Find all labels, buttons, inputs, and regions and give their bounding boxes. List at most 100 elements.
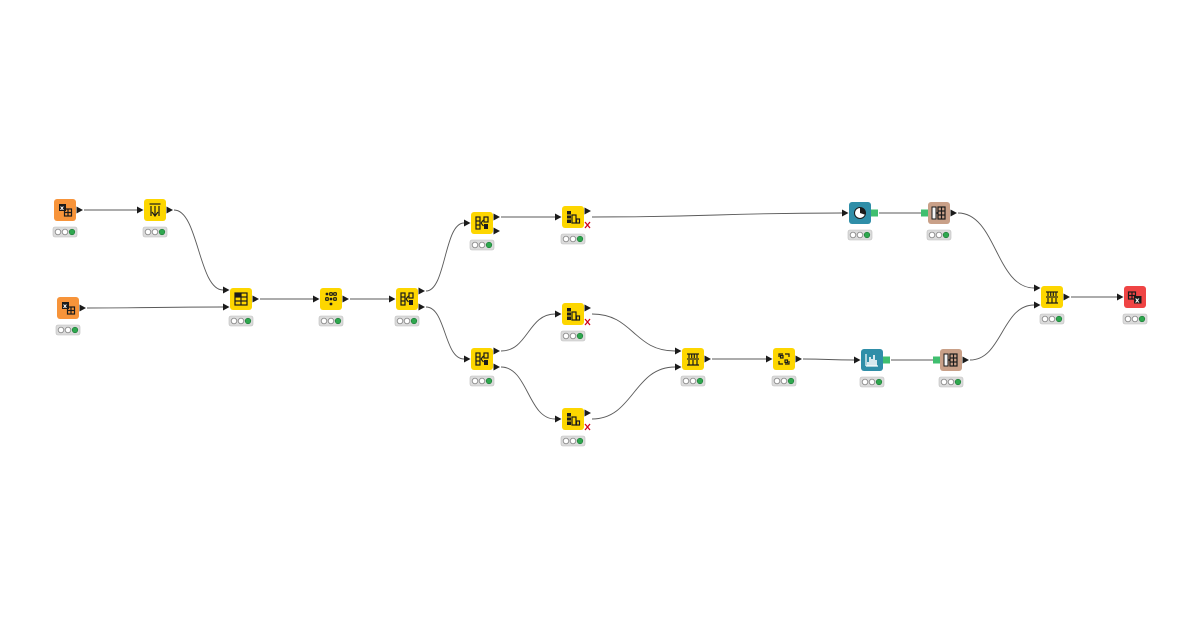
input-port[interactable] — [842, 209, 849, 217]
input-port[interactable] — [675, 363, 682, 371]
node-visualizer[interactable] — [842, 202, 878, 241]
input-port[interactable] — [854, 356, 861, 364]
output-port[interactable] — [493, 227, 501, 235]
node-body[interactable] — [471, 212, 493, 234]
output-port[interactable] — [795, 355, 803, 363]
node-status — [52, 226, 78, 238]
node-body[interactable] — [928, 202, 950, 224]
output-port[interactable] — [584, 207, 592, 215]
image-output-port[interactable] — [871, 209, 878, 217]
output-port[interactable] — [342, 295, 350, 303]
input-port[interactable] — [223, 303, 230, 311]
output-port[interactable] — [493, 213, 501, 221]
node-other[interactable] — [933, 349, 970, 388]
node-manipulator[interactable] — [555, 303, 592, 342]
connection-n6-n7[interactable] — [425, 222, 465, 292]
connection-n8-n14[interactable] — [591, 212, 843, 218]
connection-n9-n11[interactable] — [500, 366, 556, 420]
node-status — [859, 376, 885, 388]
splitter-icon — [475, 352, 489, 366]
output-port[interactable] — [584, 304, 592, 312]
connection-n11-n12[interactable] — [591, 366, 676, 420]
output-port[interactable] — [584, 409, 592, 417]
node-manipulator[interactable] — [675, 347, 712, 387]
input-port[interactable] — [1034, 284, 1041, 292]
input-port[interactable] — [675, 347, 682, 355]
node-visualizer[interactable] — [854, 349, 890, 388]
node-manipulator[interactable] — [555, 206, 592, 245]
output-port[interactable] — [418, 303, 426, 311]
output-port[interactable] — [962, 356, 970, 364]
output-port[interactable] — [493, 347, 501, 355]
node-manipulator[interactable] — [223, 286, 260, 327]
input-port[interactable] — [1034, 301, 1041, 309]
node-reader[interactable]: x — [52, 199, 84, 238]
connection-n15-n18[interactable] — [957, 212, 1035, 289]
node-manipulator[interactable] — [464, 347, 501, 387]
node-body[interactable] — [940, 349, 962, 371]
output-port[interactable] — [76, 206, 84, 214]
input-port[interactable] — [313, 295, 320, 303]
node-manipulator[interactable] — [313, 288, 350, 327]
input-port[interactable] — [1117, 293, 1124, 301]
status-executed-icon — [576, 437, 584, 445]
status-executed-icon — [334, 317, 342, 325]
node-body[interactable] — [396, 288, 418, 310]
input-port[interactable] — [555, 213, 562, 221]
node-status — [938, 376, 964, 388]
status-executed-icon — [954, 378, 962, 386]
node-body[interactable] — [562, 408, 584, 430]
connection-n2-n4[interactable] — [173, 209, 224, 291]
connection-n13-n16[interactable] — [802, 358, 855, 361]
node-status — [847, 229, 873, 241]
input-port[interactable] — [223, 286, 230, 294]
node-manipulator[interactable] — [1034, 284, 1071, 325]
output-port[interactable] — [79, 304, 87, 312]
node-manipulator[interactable] — [766, 348, 803, 387]
node-body[interactable] — [562, 303, 584, 325]
image-output-port[interactable] — [883, 356, 890, 364]
input-port[interactable] — [555, 415, 562, 423]
output-port[interactable] — [418, 287, 426, 295]
node-manipulator[interactable] — [464, 212, 501, 251]
connection-n10-n12[interactable] — [591, 313, 676, 352]
node-manipulator[interactable] — [137, 199, 174, 238]
output-port[interactable] — [166, 206, 174, 214]
node-status — [926, 229, 952, 241]
node-body[interactable] — [562, 206, 584, 228]
node-writer[interactable]: x — [1117, 286, 1148, 325]
node-status — [1122, 313, 1148, 325]
connection-n3-n4[interactable] — [86, 306, 224, 309]
node-body[interactable] — [773, 348, 795, 370]
node-reader[interactable]: x — [55, 297, 87, 336]
svg-text:x: x — [63, 302, 68, 310]
status-executed-icon — [942, 231, 950, 239]
input-port[interactable] — [464, 219, 471, 227]
row-filter-icon — [325, 292, 337, 306]
pie-chart-icon — [854, 207, 866, 219]
connection-n17-n18[interactable] — [969, 304, 1035, 361]
node-manipulator[interactable] — [389, 287, 426, 327]
output-port[interactable] — [704, 355, 712, 363]
node-body[interactable] — [471, 348, 493, 370]
node-other[interactable] — [921, 202, 958, 241]
output-port[interactable] — [1063, 293, 1071, 301]
input-port[interactable] — [555, 310, 562, 318]
output-port[interactable] — [493, 363, 501, 371]
node-status — [560, 435, 586, 447]
image-input-port[interactable] — [921, 209, 928, 217]
inactive-port-mark — [584, 318, 591, 326]
output-port[interactable] — [252, 295, 260, 303]
input-port[interactable] — [389, 295, 396, 303]
connection-n6-n9[interactable] — [425, 306, 465, 360]
connections-layer — [83, 209, 1117, 420]
input-port[interactable] — [137, 206, 144, 214]
connection-n9-n10[interactable] — [500, 313, 556, 352]
node-manipulator[interactable] — [555, 408, 592, 447]
nodes-layer: x x x — [52, 199, 1148, 447]
image-input-port[interactable] — [933, 356, 940, 364]
input-port[interactable] — [766, 355, 773, 363]
output-port[interactable] — [950, 209, 958, 217]
input-port[interactable] — [464, 355, 471, 363]
